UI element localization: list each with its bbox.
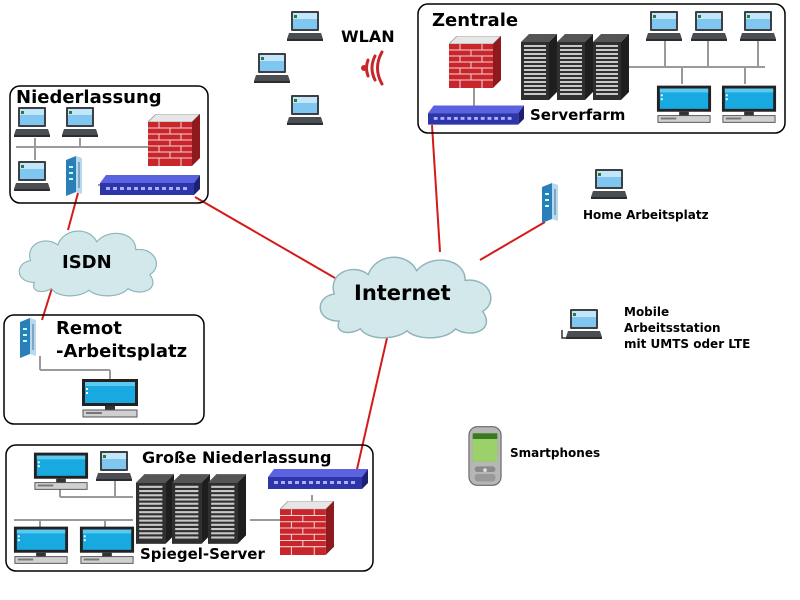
- zentrale-laptop-icon: [691, 11, 727, 41]
- spiegel-server-label: Spiegel-Server: [140, 545, 265, 563]
- zone-title-zentrale: Zentrale: [432, 10, 518, 31]
- niederlassung-laptop-icon: [62, 107, 98, 137]
- zentrale-switch-icon: [428, 105, 524, 125]
- smartphones-label: Smartphones: [510, 446, 600, 460]
- smartphone-icon: [468, 426, 502, 486]
- niederlassung-firewall-icon: [148, 114, 200, 166]
- zentrale-laptop-icon: [646, 11, 682, 41]
- wan-links: [41, 124, 546, 479]
- zentrale-monitor-icon: [721, 85, 777, 123]
- zentrale-lan: [473, 40, 765, 108]
- isdn-label: ISDN: [62, 252, 112, 273]
- wlan-laptop-icon: [287, 95, 323, 125]
- remot-monitor-icon: [81, 378, 139, 418]
- serverfarm-label: Serverfarm: [530, 106, 625, 124]
- zentrale-firewall-icon: [449, 36, 501, 88]
- zone-title-remot-line2: -Arbeitsplatz: [56, 341, 187, 362]
- niederlassung-laptop-icon: [14, 161, 50, 191]
- zentrale-laptop-icon: [740, 11, 776, 41]
- wlan-label: WLAN: [341, 27, 395, 46]
- zone-zentrale: [417, 3, 786, 134]
- niederlassung-switch-icon: [100, 175, 200, 195]
- spiegel-server-icon: [172, 474, 210, 544]
- mobile-label-line1: Mobile: [624, 305, 669, 319]
- link-niederlassung-isdn: [67, 192, 79, 231]
- zentrale-server-icon: [593, 34, 629, 100]
- grosse-niederlassung-lan: [14, 478, 313, 528]
- gross-laptop-icon: [96, 451, 132, 481]
- remot-modem-icon: [20, 318, 36, 358]
- umts-stick-icon: [561, 330, 568, 339]
- home-arbeitsplatz-label: Home Arbeitsplatz: [583, 208, 709, 222]
- mobile-label-line2: Arbeitsstation: [624, 321, 721, 335]
- niederlassung-modem-icon: [66, 156, 82, 196]
- zone-grosse-niederlassung: [5, 444, 374, 572]
- zone-remot-arbeitsplatz: [3, 314, 205, 425]
- remot-lan: [39, 356, 111, 380]
- zentrale-server-icon: [521, 34, 557, 100]
- spiegel-server-icon: [208, 474, 246, 544]
- mobile-label-line3: mit UMTS oder LTE: [624, 337, 750, 351]
- gross-monitor-icon: [33, 452, 89, 490]
- zone-title-remot: Remot: [56, 318, 122, 339]
- zentrale-monitor-icon: [656, 85, 712, 123]
- link-niederlassung-internet: [194, 196, 336, 279]
- link-home-internet: [479, 221, 546, 261]
- zone-title-grosse-niederlassung: Große Niederlassung: [142, 448, 331, 467]
- grosse-niederlassung-switch-icon: [268, 469, 368, 489]
- internet-label: Internet: [354, 281, 451, 305]
- niederlassung-laptop-icon: [14, 107, 50, 137]
- link-grosse-niederlassung-internet: [354, 337, 388, 479]
- home-modem-icon: [542, 183, 558, 223]
- home-laptop-icon: [591, 169, 627, 199]
- grosse-niederlassung-firewall-icon: [280, 501, 334, 555]
- zentrale-server-icon: [557, 34, 593, 100]
- wifi-signal-icon: [361, 50, 384, 86]
- gross-monitor-icon: [79, 526, 135, 564]
- zone-title-niederlassung: Niederlassung: [16, 87, 162, 108]
- gross-monitor-icon: [13, 526, 69, 564]
- mobile-laptop-icon: [566, 309, 602, 339]
- wlan-laptop-icon: [287, 11, 323, 41]
- zone-niederlassung: [9, 85, 209, 204]
- spiegel-server-icon: [136, 474, 174, 544]
- link-zentrale-internet: [431, 124, 441, 253]
- wlan-laptop-icon: [254, 53, 290, 83]
